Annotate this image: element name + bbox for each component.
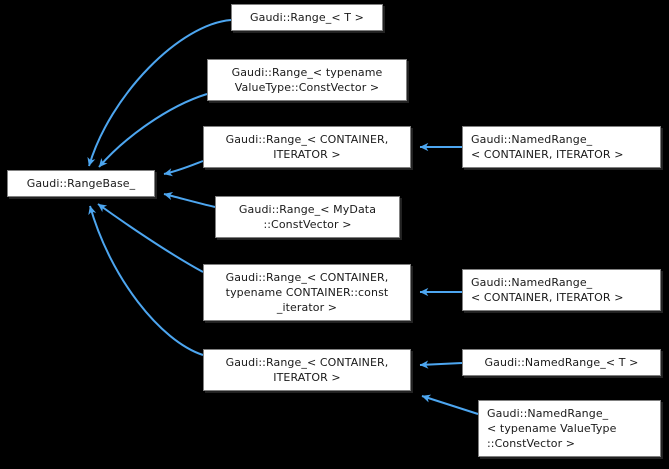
edge-namedrange_valuetype_constvector-to-range_container_iterator_bottom bbox=[421, 394, 479, 415]
node-rangebase-label: Gaudi::RangeBase_ bbox=[26, 177, 136, 190]
node-namedrange-t-label: Gaudi::NamedRange_< T > bbox=[484, 356, 639, 369]
edge-range_container_iterator_top-to-rangebase bbox=[163, 160, 204, 177]
node-namedrange-container-iterator-mid-label: Gaudi::NamedRange_ < CONTAINER, ITERATOR… bbox=[471, 276, 624, 304]
node-range-valuetype-constvector[interactable]: Gaudi::Range_< typename ValueType::Const… bbox=[207, 59, 407, 101]
node-range-t[interactable]: Gaudi::Range_< T > bbox=[231, 4, 383, 31]
node-namedrange-valuetype-constvector-label: Gaudi::NamedRange_ < typename ValueType … bbox=[487, 407, 617, 450]
node-namedrange-container-iterator-mid[interactable]: Gaudi::NamedRange_ < CONTAINER, ITERATOR… bbox=[462, 269, 661, 311]
node-namedrange-container-iterator-top-label: Gaudi::NamedRange_ < CONTAINER, ITERATOR… bbox=[471, 133, 624, 161]
node-range-mydata-constvector-label: Gaudi::Range_< MyData ::ConstVector > bbox=[238, 203, 377, 231]
edge-range_container_const_iterator-to-rangebase bbox=[97, 203, 204, 273]
node-rangebase[interactable]: Gaudi::RangeBase_ bbox=[7, 170, 155, 197]
edges-to-rangebase bbox=[87, 19, 232, 356]
node-namedrange-container-iterator-top[interactable]: Gaudi::NamedRange_ < CONTAINER, ITERATOR… bbox=[462, 126, 661, 168]
node-range-container-iterator-top-label: Gaudi::Range_< CONTAINER, ITERATOR > bbox=[225, 133, 389, 161]
edge-range_t-to-rangebase bbox=[87, 19, 232, 167]
node-range-container-const-iterator[interactable]: Gaudi::Range_< CONTAINER, typename CONTA… bbox=[203, 264, 411, 321]
node-range-container-iterator-bottom-label: Gaudi::Range_< CONTAINER, ITERATOR > bbox=[225, 356, 389, 384]
edge-namedrange_t-to-range_container_iterator_bottom bbox=[419, 360, 463, 369]
node-range-t-label: Gaudi::Range_< T > bbox=[250, 11, 364, 24]
node-range-mydata-constvector[interactable]: Gaudi::Range_< MyData ::ConstVector > bbox=[215, 196, 400, 238]
node-namedrange-valuetype-constvector[interactable]: Gaudi::NamedRange_ < typename ValueType … bbox=[478, 400, 661, 457]
edge-range_mydata_constvector-to-rangebase bbox=[163, 192, 216, 208]
edges-to-range-subclasses bbox=[419, 142, 479, 415]
node-range-container-iterator-top[interactable]: Gaudi::Range_< CONTAINER, ITERATOR > bbox=[203, 126, 411, 168]
node-range-container-const-iterator-label: Gaudi::Range_< CONTAINER, typename CONTA… bbox=[225, 271, 389, 314]
node-namedrange-t[interactable]: Gaudi::NamedRange_< T > bbox=[462, 349, 661, 376]
edge-range_valuetype_constvector-to-rangebase bbox=[98, 93, 208, 168]
node-range-valuetype-constvector-label: Gaudi::Range_< typename ValueType::Const… bbox=[231, 66, 383, 94]
edge-range_container_iterator_bottom-to-rangebase bbox=[88, 205, 204, 356]
node-range-container-iterator-bottom[interactable]: Gaudi::Range_< CONTAINER, ITERATOR > bbox=[203, 349, 411, 391]
